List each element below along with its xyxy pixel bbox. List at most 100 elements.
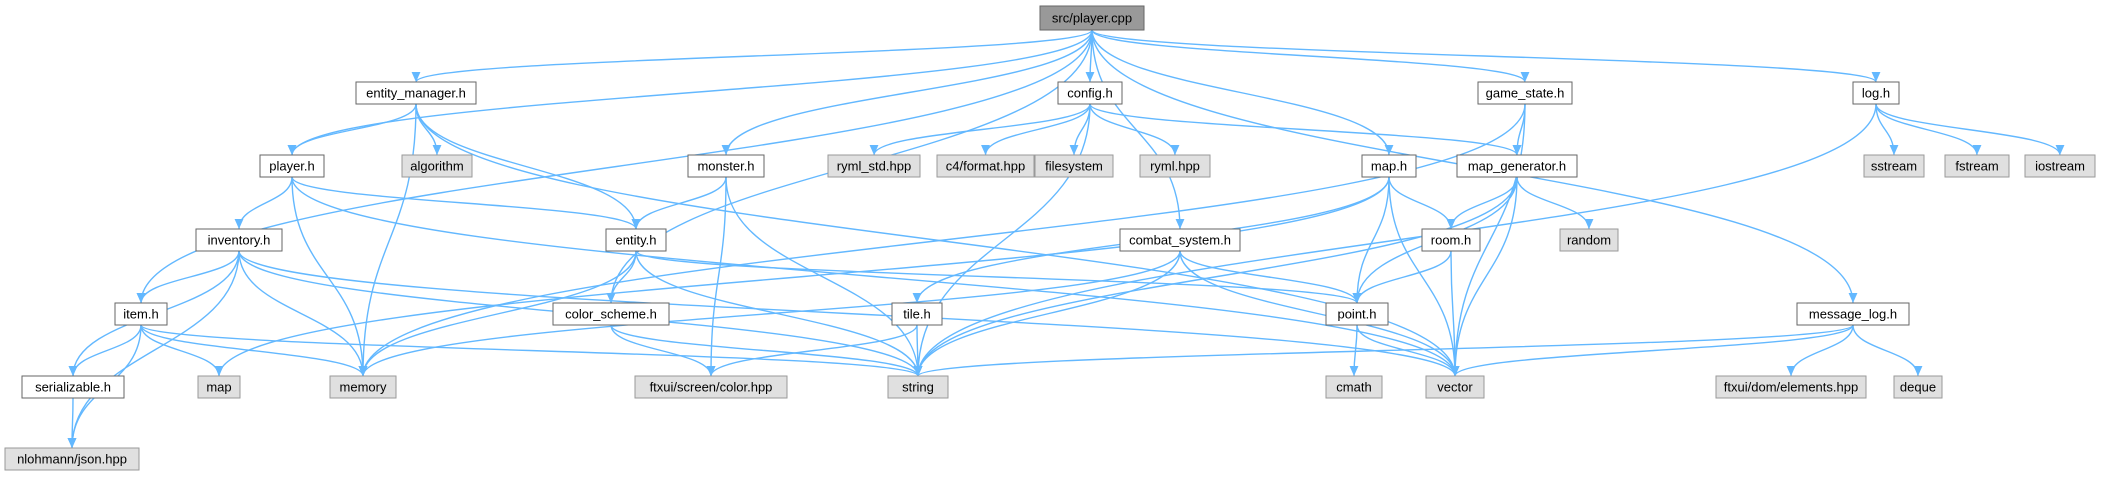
node-ftxui-dom-elements-hpp[interactable]: ftxui/dom/elements.hpp xyxy=(1715,375,1867,399)
node-player-h[interactable]: player.h xyxy=(259,154,325,178)
node-c4-format-hpp[interactable]: c4/format.hpp xyxy=(936,154,1035,178)
node-iostream[interactable]: iostream xyxy=(2024,154,2096,178)
node-item-h[interactable]: item.h xyxy=(114,302,168,326)
node-combat-system-h[interactable]: combat_system.h xyxy=(1119,228,1241,252)
node-ryml-std-hpp[interactable]: ryml_std.hpp xyxy=(827,154,921,178)
node-label: entity_manager.h xyxy=(366,86,466,101)
edge-entity_manager_h-to-vector xyxy=(415,103,1460,377)
edge-log_h-to-fstream xyxy=(1875,103,1982,156)
node-box xyxy=(401,154,473,178)
node-label: log.h xyxy=(1862,86,1890,101)
node-label: player.h xyxy=(269,159,315,174)
edge-inventory_h-to-memory xyxy=(238,250,368,377)
node-label: ryml.hpp xyxy=(1150,159,1200,174)
node-algorithm[interactable]: algorithm xyxy=(401,154,473,178)
node-serializable-h[interactable]: serializable.h xyxy=(21,375,125,399)
edge-entity_manager_h-to-algorithm xyxy=(415,103,442,156)
edge-room_h-to-vector xyxy=(1450,250,1460,377)
node-config-h[interactable]: config.h xyxy=(1057,81,1123,105)
node-label: config.h xyxy=(1067,86,1113,101)
node-nlohmann-json-hpp[interactable]: nlohmann/json.hpp xyxy=(4,447,140,471)
edge-monster_h-to-ftxui_screen_color_hpp xyxy=(706,176,727,377)
node-label: combat_system.h xyxy=(1129,233,1231,248)
node-label: ftxui/dom/elements.hpp xyxy=(1724,380,1858,395)
node-box xyxy=(887,375,949,399)
edge-entity_manager_h-to-player_h xyxy=(287,103,417,156)
node-box xyxy=(1456,154,1578,178)
node-label: tile.h xyxy=(903,307,930,322)
node-tile-h[interactable]: tile.h xyxy=(891,302,943,326)
node-label: map.h xyxy=(1371,159,1407,174)
node-entity-manager-h[interactable]: entity_manager.h xyxy=(355,81,477,105)
edge-player_h-to-inventory_h xyxy=(234,176,293,230)
node-deque[interactable]: deque xyxy=(1893,375,1943,399)
edge-combat_system_h-to-point_h xyxy=(1179,250,1362,304)
node-fstream[interactable]: fstream xyxy=(1944,154,2010,178)
node-box xyxy=(329,375,397,399)
node-label: game_state.h xyxy=(1486,86,1565,101)
node-ftxui-screen-color-hpp[interactable]: ftxui/screen/color.hpp xyxy=(634,375,788,399)
node-cmath[interactable]: cmath xyxy=(1325,375,1383,399)
edge-player_cpp-to-log_h xyxy=(1091,29,1881,83)
edge-combat_system_h-to-memory xyxy=(358,250,1181,377)
node-memory[interactable]: memory xyxy=(329,375,397,399)
edge-map_h-to-point_h xyxy=(1352,176,1390,304)
node-label: ftxui/screen/color.hpp xyxy=(650,380,773,395)
node-box xyxy=(1361,154,1417,178)
node-random[interactable]: random xyxy=(1559,228,1619,252)
node-vector[interactable]: vector xyxy=(1425,375,1485,399)
edge-player_cpp-to-entity_manager_h xyxy=(411,29,1093,83)
node-ryml-hpp[interactable]: ryml.hpp xyxy=(1139,154,1211,178)
edge-message_log_h-to-ftxui_dom_elements_hpp xyxy=(1786,324,1854,377)
node-box xyxy=(687,154,765,178)
node-box xyxy=(1425,375,1485,399)
node-label: map_generator.h xyxy=(1468,159,1566,174)
node-label: monster.h xyxy=(697,159,754,174)
node-label: string xyxy=(902,380,934,395)
node-box xyxy=(1034,154,1114,178)
node-room-h[interactable]: room.h xyxy=(1421,228,1481,252)
node-label: inventory.h xyxy=(208,233,271,248)
node-box xyxy=(1039,5,1145,31)
node-entity-h[interactable]: entity.h xyxy=(605,228,667,252)
edge-inventory_h-to-vector xyxy=(238,250,1460,377)
edge-config_h-to-map_generator_h xyxy=(1089,103,1522,156)
node-box xyxy=(891,302,943,326)
edge-player_h-to-memory xyxy=(291,176,368,377)
node-label: src/player.cpp xyxy=(1052,11,1132,26)
edge-config_h-to-string xyxy=(913,103,1091,377)
node-point-h[interactable]: point.h xyxy=(1325,302,1389,326)
edge-entity_manager_h-to-memory xyxy=(358,103,417,377)
edge-map_generator_h-to-string xyxy=(913,176,1518,377)
node-inventory-h[interactable]: inventory.h xyxy=(195,228,283,252)
node-label: sstream xyxy=(1871,159,1917,174)
node-box xyxy=(1559,228,1619,252)
node-message-log-h[interactable]: message_log.h xyxy=(1796,302,1910,326)
node-monster-h[interactable]: monster.h xyxy=(687,154,765,178)
node-sstream[interactable]: sstream xyxy=(1863,154,1925,178)
node-string[interactable]: string xyxy=(887,375,949,399)
node-label: memory xyxy=(340,380,387,395)
edge-color_scheme_h-to-ftxui_screen_color_hpp xyxy=(610,324,716,377)
node-map[interactable]: map xyxy=(197,375,241,399)
edge-game_state_h-to-vector xyxy=(1450,103,1526,377)
edge-config_h-to-ryml_hpp xyxy=(1089,103,1180,156)
node-layer: src/player.cpp entity_manager.h config.h ga… xyxy=(4,5,2096,471)
node-label: message_log.h xyxy=(1809,307,1897,322)
edge-serializable_h-to-nlohmann_json_hpp xyxy=(67,397,77,449)
node-color-scheme-h[interactable]: color_scheme.h xyxy=(552,302,670,326)
node-box xyxy=(1421,228,1481,252)
node-box xyxy=(1057,81,1123,105)
node-label: ryml_std.hpp xyxy=(837,159,911,174)
edge-item_h-to-string xyxy=(140,324,923,377)
node-map-generator-h[interactable]: map_generator.h xyxy=(1456,154,1578,178)
node-map-h[interactable]: map.h xyxy=(1361,154,1417,178)
node-filesystem[interactable]: filesystem xyxy=(1034,154,1114,178)
edge-map_generator_h-to-room_h xyxy=(1446,176,1518,230)
node-box xyxy=(21,375,125,399)
edge-player_h-to-vector xyxy=(291,176,1460,377)
node-player-cpp[interactable]: src/player.cpp xyxy=(1039,5,1145,31)
node-log-h[interactable]: log.h xyxy=(1852,81,1900,105)
node-game-state-h[interactable]: game_state.h xyxy=(1477,81,1573,105)
